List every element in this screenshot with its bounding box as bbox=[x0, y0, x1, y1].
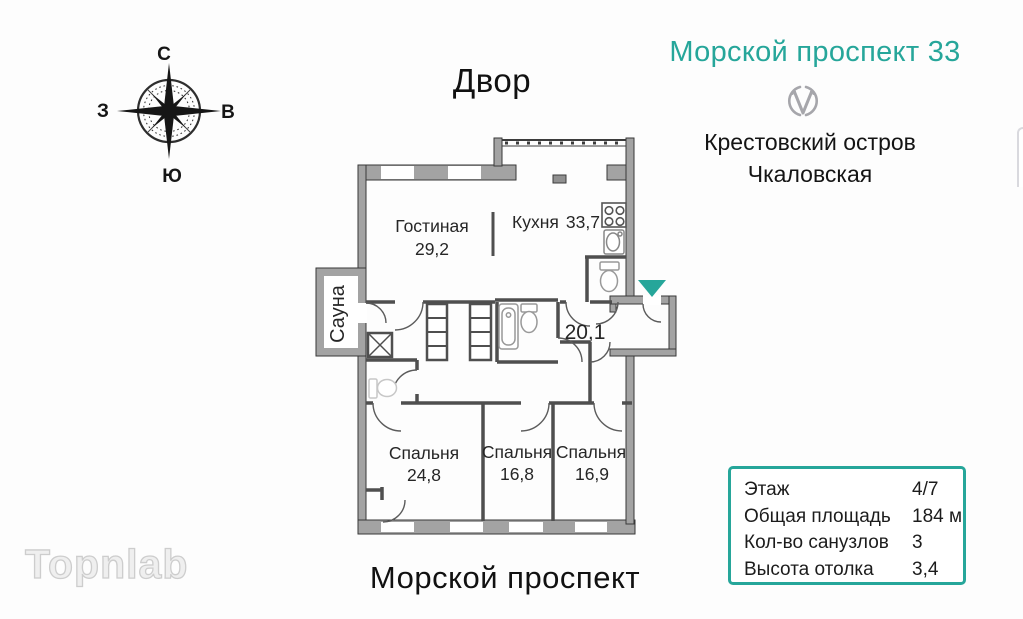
hall-inner-door-arc bbox=[589, 341, 611, 363]
watermark-logo: Topnlab bbox=[24, 540, 189, 587]
windows bbox=[324, 166, 661, 532]
bedroom1-closet-door-arc bbox=[382, 499, 406, 523]
building-title: Морской проспект 33 bbox=[669, 36, 961, 68]
bedroom3-door-arc bbox=[593, 402, 623, 432]
window bbox=[381, 166, 414, 179]
window bbox=[450, 522, 483, 532]
info-label: Общая площадь bbox=[744, 505, 891, 527]
bathtub-icon bbox=[498, 303, 519, 350]
right-edge-card-sliver bbox=[1017, 127, 1023, 187]
info-label: Кол-во санузлов bbox=[744, 532, 889, 553]
sauna-interior bbox=[324, 276, 358, 348]
metro-logo-icon bbox=[787, 85, 819, 117]
guest-wc-toilet-icon bbox=[368, 378, 398, 399]
bedroom1-door-arc bbox=[372, 402, 402, 432]
bathroom-toilet-icon bbox=[520, 303, 538, 334]
bathroom-door-arc bbox=[557, 337, 583, 363]
hall-kitchen-door-arc bbox=[565, 301, 591, 327]
room-label-bedroom2: Спальня bbox=[482, 442, 552, 462]
wc-toilet-icon bbox=[599, 261, 620, 293]
vent-block bbox=[552, 174, 567, 184]
info-value: 3,4 bbox=[912, 558, 939, 580]
kitchen-name: Кухня bbox=[512, 212, 559, 232]
info-row-ceiling-height: Высота отолка 3,4 bbox=[744, 557, 963, 584]
window bbox=[448, 166, 481, 179]
window bbox=[575, 522, 607, 532]
room-label-kitchen: Кухня 33,7 bbox=[512, 212, 600, 232]
compass-west-label: З bbox=[97, 101, 109, 122]
kitchen-area: 33,7 bbox=[566, 212, 600, 232]
room-label-living: Гостиная bbox=[395, 216, 468, 236]
closet-shelving bbox=[425, 302, 493, 362]
top-street-label: Двор bbox=[452, 62, 532, 99]
info-row-total-area: Общая площадь 184 м bbox=[744, 504, 963, 531]
info-label: Этаж bbox=[744, 479, 790, 500]
wc-door-arc bbox=[595, 301, 619, 325]
compass-south-label: Ю bbox=[162, 166, 182, 187]
info-value: 3 bbox=[912, 532, 923, 553]
window bbox=[509, 522, 543, 532]
metro-station-2: Чкаловская bbox=[747, 161, 873, 187]
french-window-band bbox=[502, 139, 626, 147]
entrance-door-arc bbox=[642, 303, 662, 323]
entrance-arrow-icon bbox=[638, 280, 666, 297]
entrance-door-gap bbox=[643, 295, 661, 305]
window bbox=[381, 522, 414, 532]
compass-north-label: С bbox=[157, 44, 171, 65]
living-door-arc bbox=[394, 301, 424, 331]
info-row-floor: Этаж 4/7 bbox=[744, 477, 963, 504]
room-area-bedroom3: 16,9 bbox=[575, 464, 609, 484]
info-label: Высота отолка bbox=[744, 558, 874, 580]
bedroom2-door-arc bbox=[520, 402, 550, 432]
info-value: 184 м bbox=[912, 505, 963, 527]
metro-station-1: Крестовский остров bbox=[704, 129, 916, 155]
compass-rose-icon: С В Ю З bbox=[97, 44, 235, 187]
compass-east-label: В bbox=[221, 102, 235, 123]
kitchen-sink-icon bbox=[603, 229, 625, 255]
hallway-area-label: 20,1 bbox=[565, 321, 606, 344]
shaft-icon bbox=[366, 331, 394, 359]
room-area-bedroom1: 24,8 bbox=[407, 465, 441, 485]
info-box: Этаж 4/7 Общая площадь 184 м Кол-во сану… bbox=[728, 466, 966, 585]
sauna-door-gap bbox=[357, 303, 367, 323]
room-label-bedroom3: Спальня bbox=[556, 442, 626, 462]
interior-walls bbox=[366, 212, 632, 521]
room-area-bedroom2: 16,8 bbox=[500, 464, 534, 484]
room-area-living: 29,2 bbox=[415, 239, 449, 259]
room-label-sauna: Сауна bbox=[327, 284, 349, 343]
stove-icon bbox=[601, 202, 627, 228]
sauna-door-arc bbox=[365, 302, 387, 324]
bottom-street-label: Морской проспект bbox=[369, 560, 641, 595]
metro-stations: Крестовский остров Чкаловская bbox=[650, 126, 970, 190]
info-value: 4/7 bbox=[912, 479, 939, 500]
room-label-bedroom1: Спальня bbox=[389, 443, 459, 463]
info-row-bathrooms: Кол-во санузлов 3 bbox=[744, 530, 963, 557]
